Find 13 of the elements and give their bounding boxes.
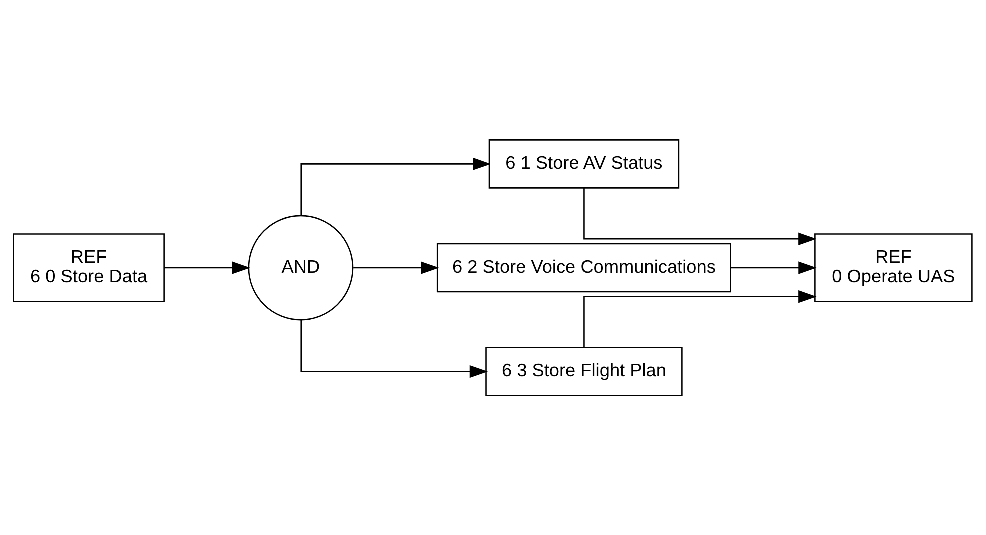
arrow (584, 188, 817, 245)
arrow (731, 261, 817, 274)
arrow (584, 290, 817, 348)
arrow (164, 261, 250, 274)
node-box: 6 3 Store Flight Plan (486, 346, 683, 396)
node-box: 6 2 Store Voice Communications (436, 242, 732, 292)
arrow (300, 320, 488, 378)
node-circle: AND (248, 214, 354, 320)
node-box: REF 0 Operate UAS (814, 233, 973, 302)
arrow (354, 261, 440, 274)
node-box: REF 6 0 Store Data (13, 233, 165, 302)
node-box: 6 1 Store AV Status (488, 139, 680, 188)
arrow (300, 157, 492, 215)
